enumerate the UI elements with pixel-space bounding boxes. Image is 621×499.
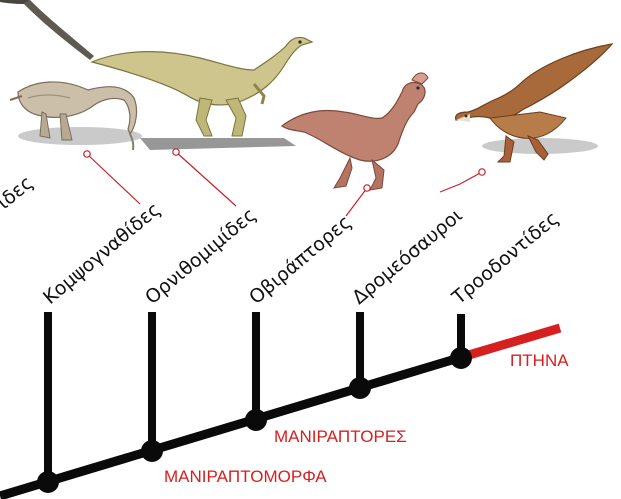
node-ornithomimids xyxy=(141,440,163,462)
compsognathid-illustration xyxy=(10,82,142,150)
partial-dinosaur-tail-illustration xyxy=(0,0,94,60)
clade-label-maniraptoriformes: ΜΑΝΙΡΑΠΤΟΜΟΡΦΑ xyxy=(164,467,327,486)
leader-line-compsognathids xyxy=(87,154,140,204)
leader-dot-compsognathids xyxy=(84,151,90,157)
node-troodontids xyxy=(450,347,472,369)
leader-line-oviraptors xyxy=(346,188,367,216)
taxon-labels: ιδες Κομψογναθίδες Ορνιθομιμίδες Οβιράπτ… xyxy=(0,172,563,310)
dromaeosaur-illustration xyxy=(456,44,612,162)
node-compsognathids xyxy=(37,471,59,493)
taxon-label-partial: ιδες xyxy=(0,172,37,214)
clade-label-birds: ΠΤΗΝΑ xyxy=(510,351,569,370)
clade-label-maniraptora: ΜΑΝΙΡΑΠΤΟΡΕΣ xyxy=(274,427,407,446)
taxon-label-oviraptors: Οβιράπτορες xyxy=(245,211,356,309)
leader-line-dromaeosaurs xyxy=(440,172,482,192)
leader-dot-ornithomimids xyxy=(173,149,179,155)
oviraptor-illustration xyxy=(282,73,428,190)
node-dromaeosaurs xyxy=(349,377,371,399)
leader-dot-oviraptors xyxy=(364,185,370,191)
leader-dot-dromaeosaurs xyxy=(479,169,485,175)
leader-line-ornithomimids xyxy=(176,152,236,206)
node-oviraptors xyxy=(245,409,267,431)
clade-labels: ΠΤΗΝΑ ΜΑΝΙΡΑΠΤΟΡΕΣ ΜΑΝΙΡΑΠΤΟΜΟΡΦΑ xyxy=(164,351,569,486)
